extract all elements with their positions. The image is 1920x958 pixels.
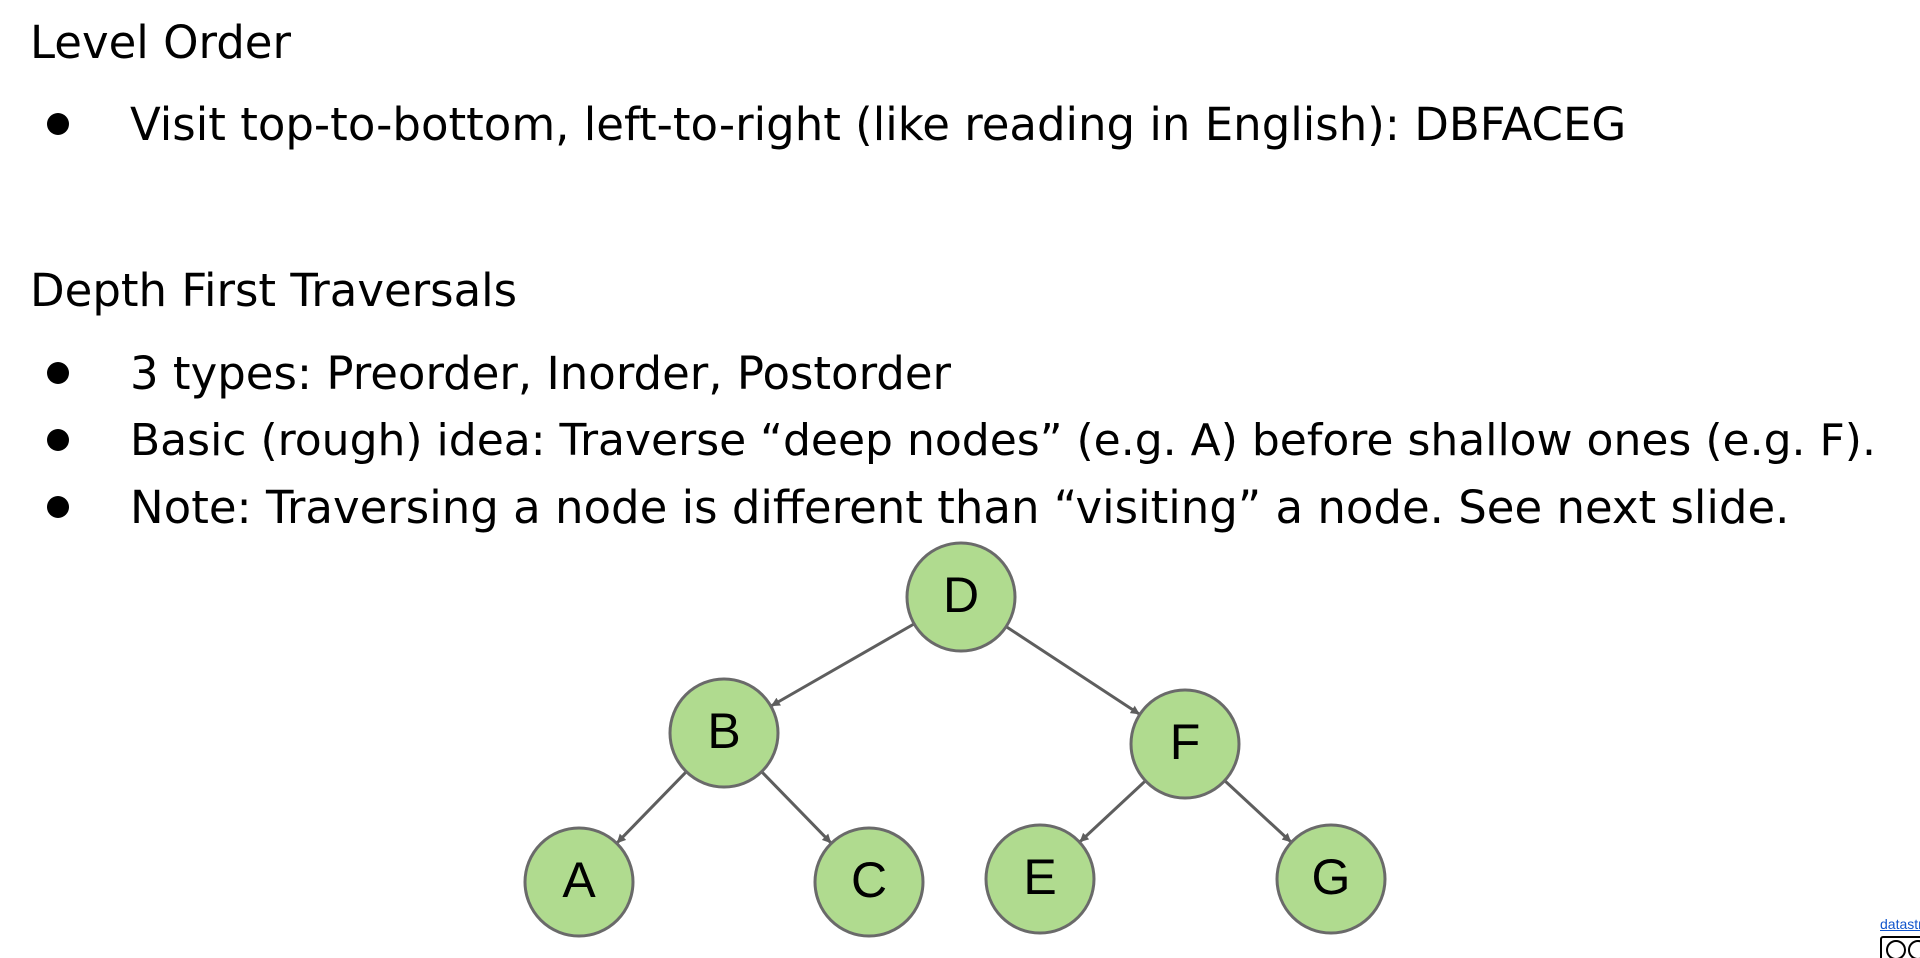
tree-node-label: F [1170,714,1201,770]
tree-edge-b-a [616,770,688,844]
tree-edge-d-b [770,622,915,707]
tree-node-circle [1129,688,1241,800]
tree-node-label: E [1023,849,1056,905]
depth-first-heading: Depth First Traversals [30,264,518,317]
tree-node-b: B [668,677,780,789]
tree-node-circle [905,541,1017,653]
tree-node-circle [523,826,635,938]
tree-node-c: C [813,826,925,938]
tree-node-label: C [851,852,887,908]
tree-node-label: D [943,567,979,623]
tree-node-circle [984,823,1096,935]
tree-node-e: E [984,823,1096,935]
footer: datastructur.es [1850,914,1920,958]
bullet-dot-icon [47,496,69,518]
tree-node-g: G [1275,823,1387,935]
by-circle-icon [1908,940,1920,958]
tree-edge-b-c [760,770,832,844]
tree-node-circle [1275,823,1387,935]
tree-edge-f-e [1079,779,1147,843]
tree-node-circle [668,677,780,789]
tree-edge-d-f [1005,625,1140,716]
tree-node-label: G [1312,849,1351,905]
footer-link[interactable]: datastructur.es [1880,916,1920,932]
tree-node-a: A [523,826,635,938]
tree-node-label: B [707,703,740,759]
creative-commons-icon [1880,936,1920,958]
bullet-text: Visit top-to-bottom, left-to-right (like… [130,98,1627,151]
bullet-text: 3 types: Preorder, Inorder, Postorder [130,347,952,400]
tree-node-f: F [1129,688,1241,800]
bullet-text: Basic (rough) idea: Traverse “deep nodes… [130,415,1876,466]
bullet-dot-icon [47,362,69,384]
bullet-dot-icon [47,429,69,451]
tree-node-circle [813,826,925,938]
bullet-dot-icon [47,113,69,135]
level-order-heading: Level Order [30,16,291,69]
tree-node-d: D [905,541,1017,653]
bullet-text: Note: Traversing a node is different tha… [130,481,1790,534]
tree-node-label: A [562,852,596,908]
tree-edge-f-g [1223,779,1292,843]
tree-nodes: D B F A C E G [523,541,1387,938]
tree-edges [616,622,1292,844]
cc-circle-icon [1886,940,1906,958]
